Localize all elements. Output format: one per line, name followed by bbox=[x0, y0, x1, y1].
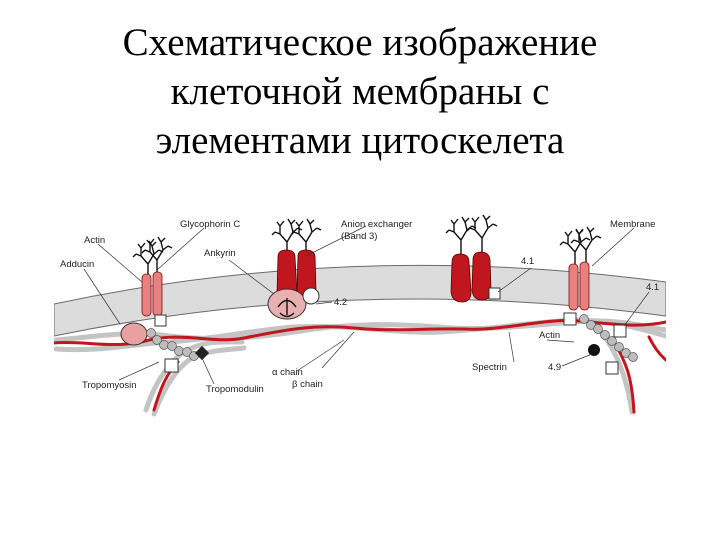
glycophorin-protein-right bbox=[559, 226, 602, 311]
glycophorin-c-protein bbox=[132, 236, 173, 317]
label-4-2: 4.2 bbox=[334, 297, 347, 308]
label-anion-exchanger: Anion exchanger bbox=[341, 219, 412, 230]
label-actin-left: Actin bbox=[84, 235, 105, 246]
band3-protein-2 bbox=[445, 214, 498, 303]
protein-4-1-box-right bbox=[613, 324, 627, 338]
label-adducin: Adducin bbox=[60, 259, 94, 270]
label-4-1-top: 4.1 bbox=[521, 256, 534, 267]
label-glycophorin-c: Glycophorin C bbox=[180, 219, 240, 230]
actin-filament-left bbox=[146, 328, 199, 361]
label-alpha-chain: α chain bbox=[272, 367, 303, 378]
label-tropomyosin: Tropomyosin bbox=[82, 380, 137, 391]
protein-4-9-dot bbox=[588, 344, 600, 356]
label-tropomodulin: Tropomodulin bbox=[206, 384, 264, 395]
label-4-1-right: 4.1 bbox=[646, 282, 659, 293]
actin-filament-right bbox=[579, 314, 638, 362]
ankyrin-protein bbox=[267, 287, 320, 320]
slide-title: Схематическое изображение клеточной мемб… bbox=[0, 18, 720, 165]
label-beta-chain: β chain bbox=[292, 379, 323, 390]
label-4-9: 4.9 bbox=[548, 362, 561, 373]
protein-4-1-box-mid bbox=[563, 312, 577, 326]
label-band3: (Band 3) bbox=[341, 231, 377, 242]
label-actin-right: Actin bbox=[539, 330, 560, 341]
title-line-1: Схематическое изображение bbox=[122, 21, 598, 64]
protein-box-bottom-right bbox=[605, 361, 619, 375]
membrane-cytoskeleton-diagram: Actin Adducin Glycophorin C Ankyrin Anio… bbox=[54, 214, 666, 417]
protein-4-1-box-left bbox=[154, 314, 167, 327]
label-membrane: Membrane bbox=[610, 219, 655, 230]
label-ankyrin: Ankyrin bbox=[204, 248, 236, 259]
tropomyosin-box bbox=[164, 358, 179, 373]
label-spectrin: Spectrin bbox=[472, 362, 507, 373]
membrane-band bbox=[54, 264, 666, 337]
title-line-2: клеточной мембраны с bbox=[170, 70, 550, 113]
title-line-3: элементами цитоскелета bbox=[155, 119, 565, 162]
tropomodulin-protein bbox=[194, 345, 210, 361]
adducin-protein bbox=[120, 322, 148, 346]
protein-4-1-box-top bbox=[488, 287, 501, 300]
